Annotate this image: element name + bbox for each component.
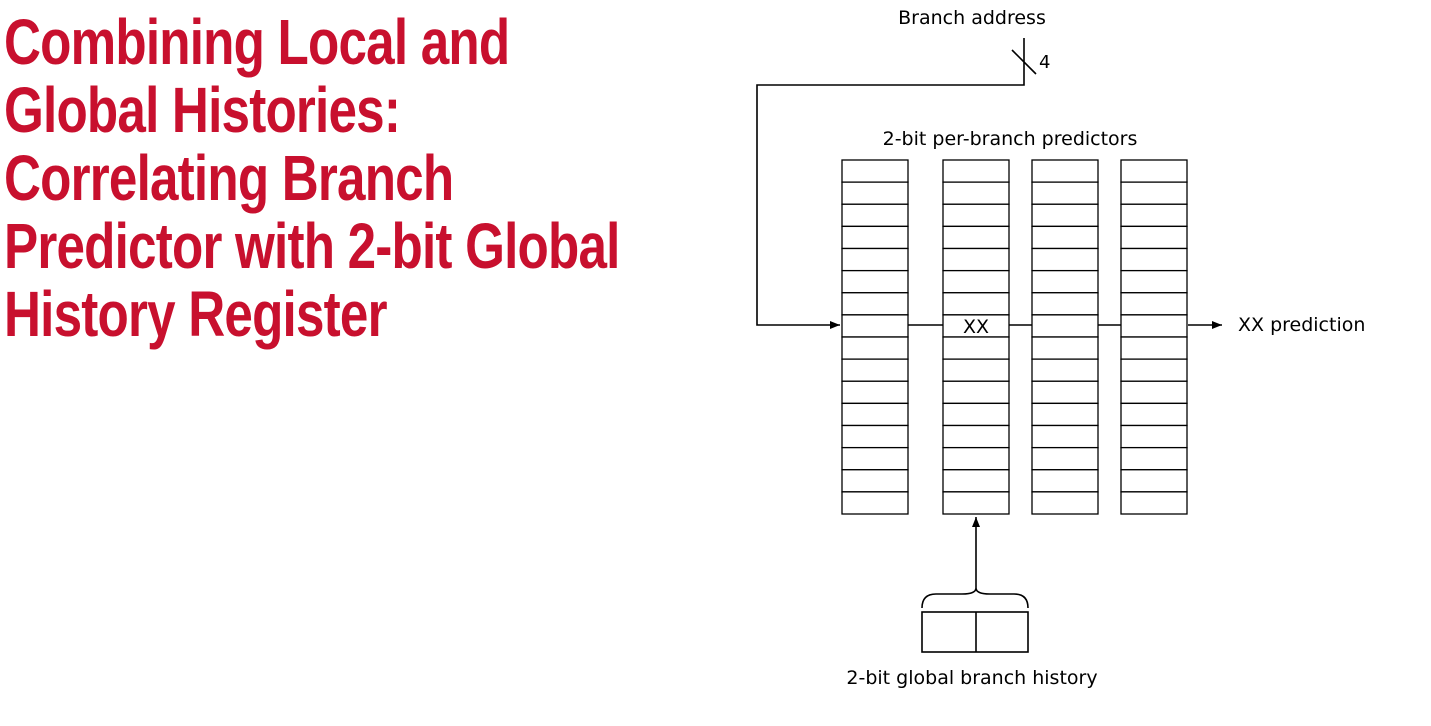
predictor-entry [1120,159,1188,183]
predictor-entry [1120,424,1188,449]
predictor-entry [1031,446,1099,471]
predictor-entry [1031,424,1099,449]
slide-title: Combining Local and Global Histories: Co… [4,6,620,350]
bus-width-slash [1011,49,1037,75]
title-line: Combining Local and [4,6,510,78]
predictor-entry [942,469,1010,493]
predictor-entry [841,469,909,493]
predictor-entry [841,336,909,360]
predictor-entry [942,247,1010,272]
predictor-entry [1031,402,1099,427]
predictor-entry [841,225,909,250]
predictor-entry [1031,247,1099,272]
predictor-entry [1120,469,1188,493]
predictor-entry [942,292,1010,316]
predictor-entry [942,491,1010,515]
predictor-entry [1031,203,1099,228]
predictor-entry [1120,269,1188,294]
prediction-label: XX prediction [1238,314,1365,336]
predictor-entry [1031,469,1099,493]
predictor-entry [942,336,1010,360]
bus-width-label: 4 [1039,52,1050,73]
predictor-entry [1031,380,1099,405]
predictor-entry [1031,181,1099,205]
predictor-entry [841,181,909,205]
predictor-entry [841,203,909,228]
global-history-register [921,611,1029,653]
predictor-entry [1031,358,1099,382]
selected-predictor-entry [841,314,909,338]
predictor-entry [1031,269,1099,294]
title-line: Global Histories: [4,74,401,146]
predictor-entry [1031,292,1099,316]
predictor-entry [942,380,1010,405]
predictor-entry [1120,225,1188,250]
predictor-entry [1031,159,1099,183]
predictor-entry [942,269,1010,294]
history-label: 2-bit global branch history [846,667,1097,689]
predictor-entry [841,269,909,294]
predictor-entry [942,203,1010,228]
predictor-entry [1120,358,1188,382]
selected-predictor-entry [1031,314,1099,338]
branch-address-bus [756,38,1025,329]
title-line: Correlating Branch [4,142,454,214]
predictor-entry [1120,402,1188,427]
predictor-entry [942,402,1010,427]
branch-address-label: Branch address [898,7,1046,29]
predictor-entry [1120,380,1188,405]
predictor-table [1031,159,1099,515]
predictor-entry [942,424,1010,449]
predictor-entry [841,424,909,449]
predictor-entry [1120,336,1188,360]
predictor-entry [841,491,909,515]
predictor-entry [942,181,1010,205]
predictor-entry [1120,446,1188,471]
title-line: Predictor with 2-bit Global [4,210,620,282]
predictor-entry [942,446,1010,471]
predictor-entry [1120,247,1188,272]
predictor-entry [841,159,909,183]
predictor-entry [1120,491,1188,515]
history-brace [921,587,1029,609]
predictor-entry [942,358,1010,382]
predictor-entry [841,292,909,316]
predictor-entry [1120,203,1188,228]
predictor-entry [1120,292,1188,316]
predictor-entry [841,402,909,427]
predictor-entry [841,358,909,382]
predictor-table [841,159,909,515]
predictor-entry [942,159,1010,183]
predictor-entry [841,247,909,272]
predictor-entry [841,446,909,471]
predictor-entry [942,225,1010,250]
predictor-entry [841,380,909,405]
selected-predictor-entry [1120,314,1188,338]
predictor-entry [1120,181,1188,205]
predictor-entry [1031,491,1099,515]
predictor-table [942,159,1010,515]
predictor-entry [1031,225,1099,250]
title-line: History Register [4,278,388,350]
predictor-entry [1031,336,1099,360]
predictor-table [1120,159,1188,515]
selected-cell-value: XX [963,316,989,338]
predictors-label: 2-bit per-branch predictors [883,128,1138,150]
predictor-tables [841,159,1188,515]
